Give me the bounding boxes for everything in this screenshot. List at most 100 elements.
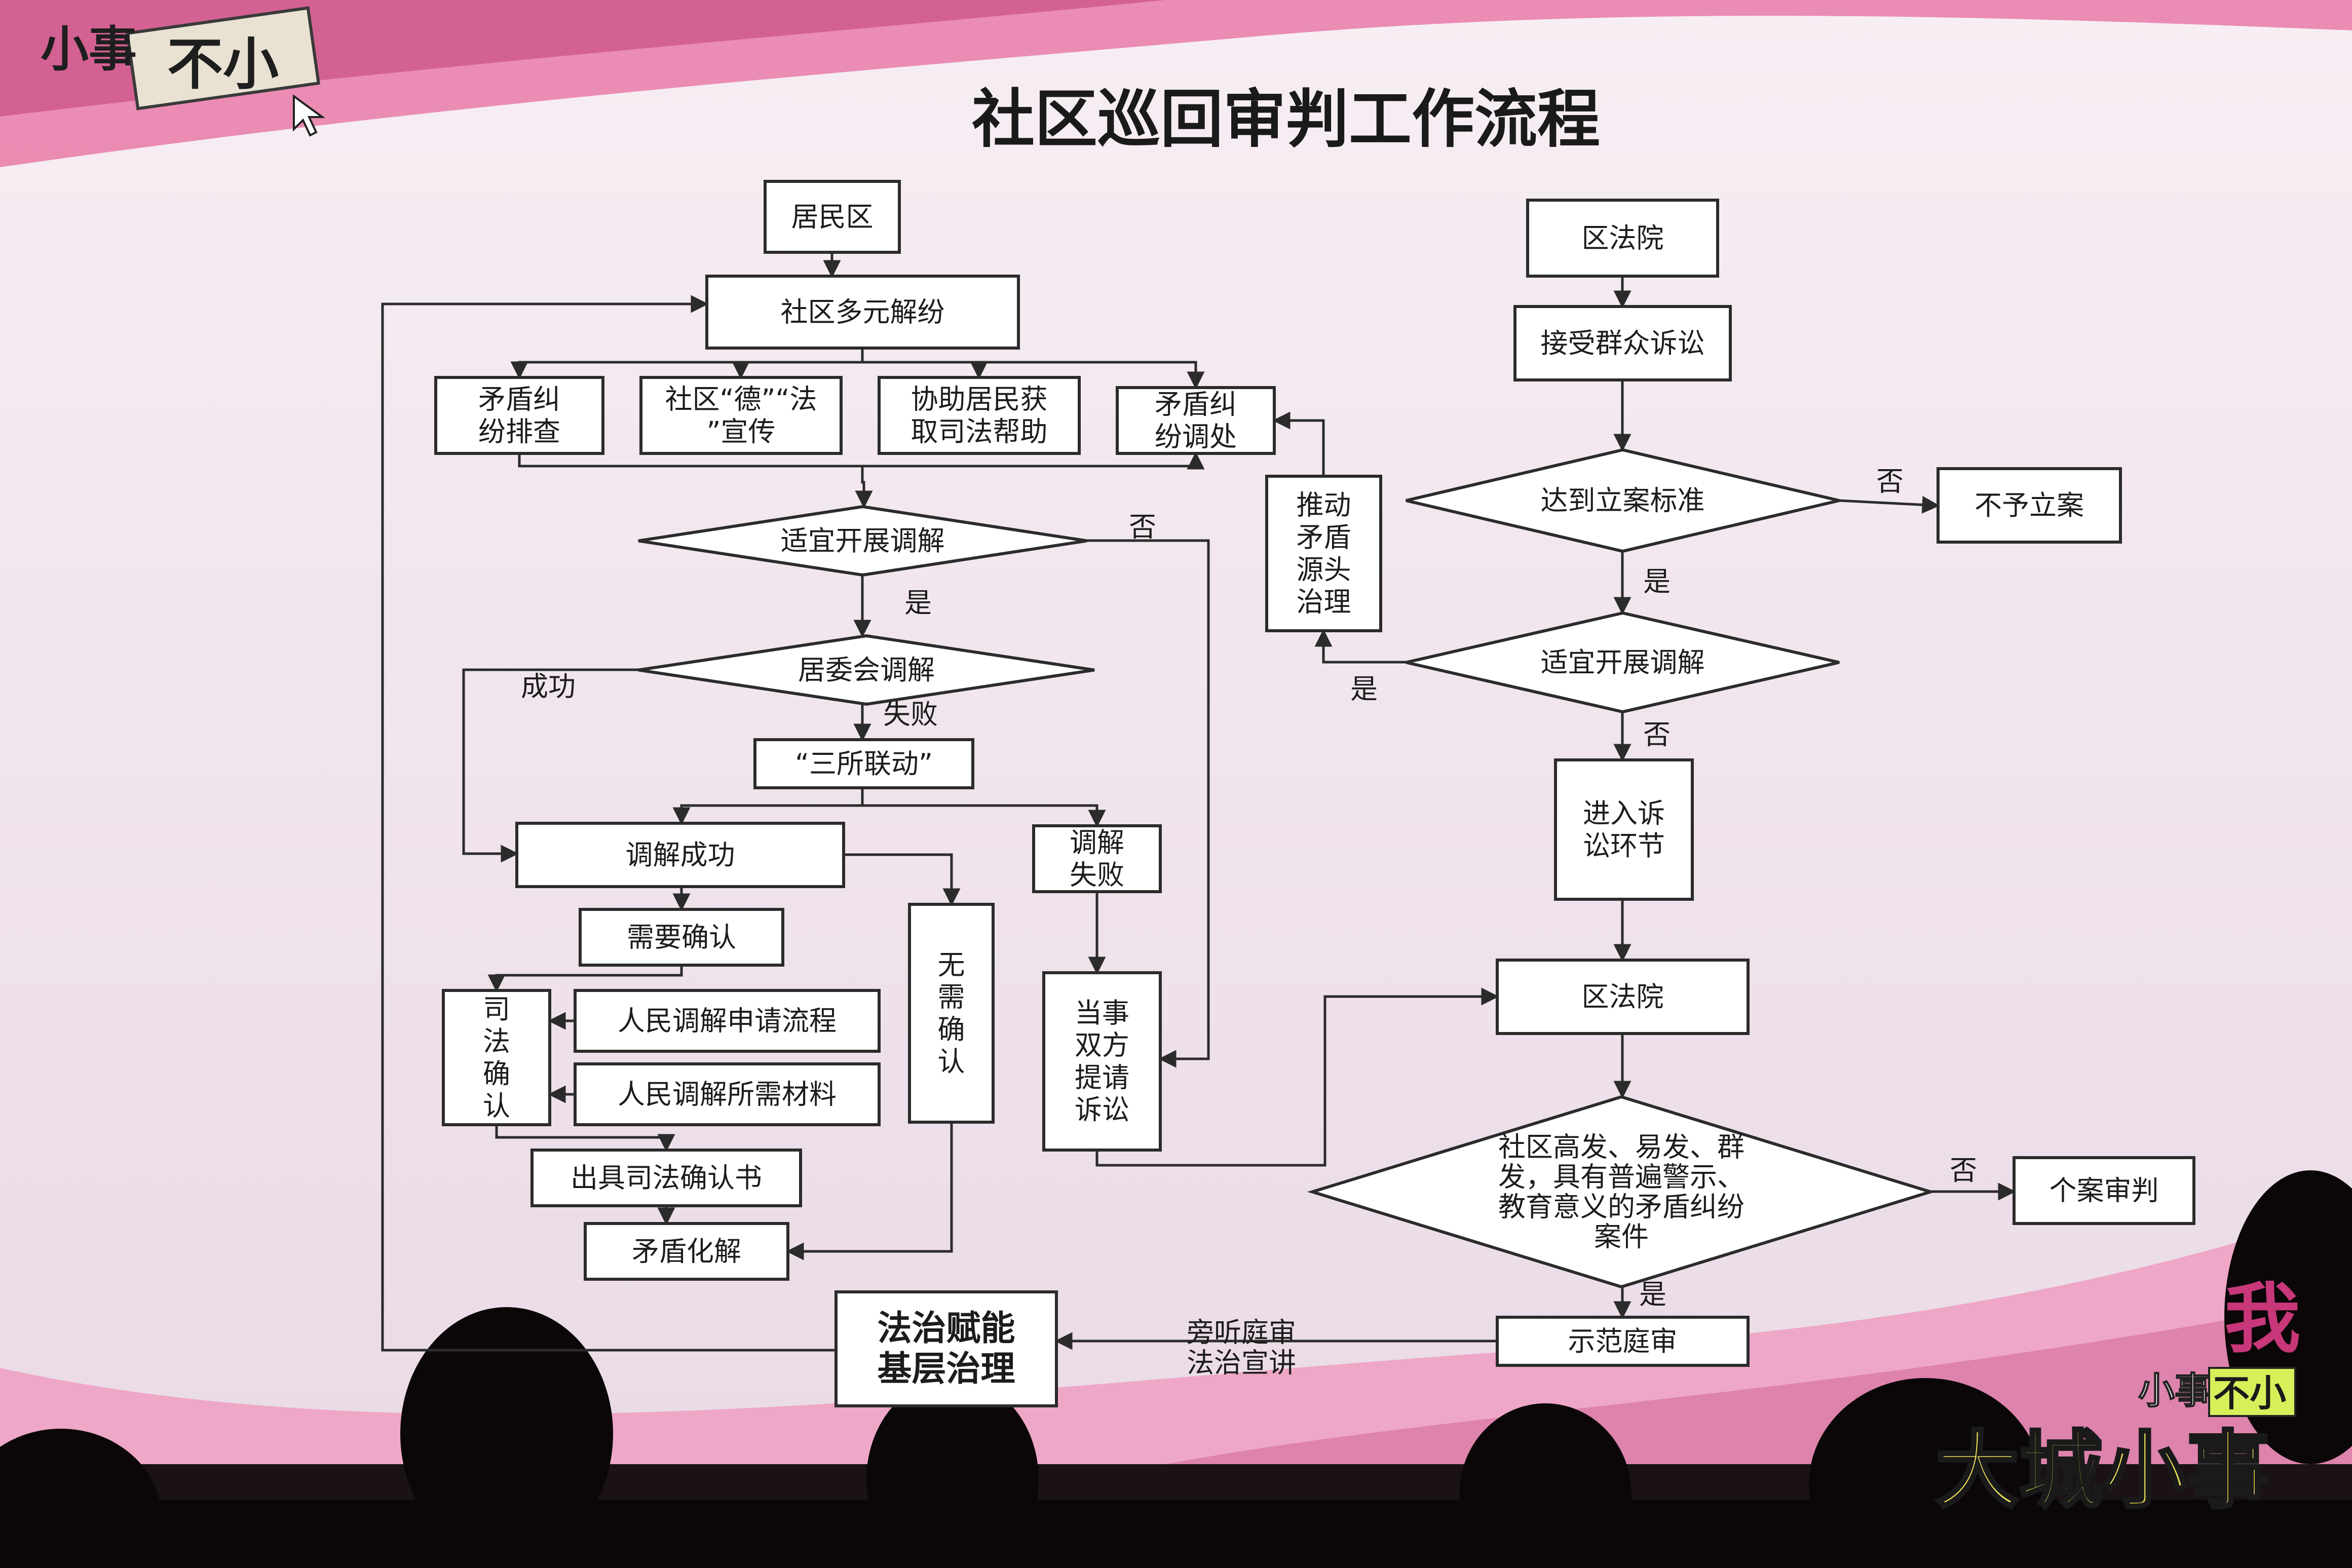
node-box [1513, 305, 1732, 381]
node-label: 发，具有普遍警示、 [1498, 1161, 1744, 1193]
node-label: 矛盾纠 [478, 384, 560, 415]
node-label: 需 [938, 981, 965, 1013]
node-box [1937, 467, 2122, 544]
edge-label-shi-dadao: 是 [1643, 566, 1671, 598]
bottom-right-logo-tag [2208, 1367, 2296, 1417]
node-label: 社区高发、易发、群 [1498, 1131, 1744, 1163]
node-dadao: 达到立案标准 [1406, 448, 1840, 553]
node-label: 确 [483, 1058, 510, 1090]
node-box [1496, 959, 1750, 1035]
node-box [515, 822, 845, 888]
node-box [1496, 1316, 1750, 1367]
edge-label-shi-gaofa: 是 [1639, 1279, 1666, 1311]
node-label: 矛盾 [1297, 521, 1351, 553]
node-label: 居委会调解 [798, 654, 935, 686]
flow-arrow [844, 853, 961, 906]
node-buyu: 不予立案 [1937, 467, 2122, 544]
node-box [442, 989, 551, 1126]
node-label: 确 [938, 1013, 965, 1045]
node-label: 需要确认 [627, 922, 736, 953]
flow-arrow [1087, 539, 1210, 1068]
bottom-right-logo-wo: 我 [2224, 1275, 2300, 1363]
decision-diamond [1307, 1095, 1936, 1289]
flow-arrow [1314, 629, 1406, 664]
top-left-logo-text-2: 不小 [167, 32, 279, 97]
node-label: 居民区 [791, 201, 874, 233]
node-box [1526, 199, 1719, 278]
node-label: 认 [483, 1090, 510, 1122]
flow-arrow [1839, 495, 1940, 514]
node-shiyi-left: 适宜开展调解 [638, 505, 1087, 577]
edge-label-shibai: 失败 [883, 699, 938, 731]
node-label: 诉讼 [1075, 1094, 1129, 1126]
node-box [1032, 824, 1162, 893]
node-label: 达到立案标准 [1541, 485, 1705, 517]
node-box [1265, 475, 1382, 632]
node-box [705, 275, 1020, 350]
edge-label-fou-right: 否 [1643, 719, 1671, 751]
projection-screen [0, 0, 2352, 1464]
node-label: 社区“德”“法 [665, 384, 817, 415]
node-label: 取司法帮助 [911, 415, 1048, 447]
edge-label-pangting: 旁听庭审 [1187, 1317, 1296, 1349]
node-renmin-cailiao: 人民调解所需材料 [574, 1062, 881, 1126]
node-label: 司 [483, 993, 510, 1025]
flow-arrow [462, 668, 638, 863]
node-label: 人民调解申请流程 [618, 1005, 837, 1037]
node-label: 进入诉 [1583, 797, 1665, 829]
node-sifa-queren: 司法确认 [442, 989, 551, 1126]
node-label: 出具司法确认书 [571, 1162, 762, 1194]
top-left-logo: 小事 不小 [41, 6, 326, 137]
node-box [753, 738, 974, 789]
node-shequ-duoyuan: 社区多元解纷 [705, 275, 1020, 350]
top-left-logo-text-1: 小事 [41, 22, 137, 78]
cursor-icon [293, 94, 326, 137]
decision-diamond [638, 505, 1087, 577]
audience-silhouettes [0, 1170, 2352, 1568]
node-label: 社区多元解纷 [781, 296, 945, 328]
node-box [1116, 386, 1276, 455]
node-label: 当事 [1075, 997, 1129, 1029]
edge-label-fou-left: 否 [1129, 511, 1156, 543]
flow-arrow [786, 1122, 953, 1260]
node-box [878, 376, 1081, 455]
node-label: 矛盾化解 [632, 1236, 741, 1268]
node-label: 不予立案 [1975, 489, 2084, 521]
bottom-right-logo-buxiao: 不小 [2213, 1372, 2286, 1414]
node-label: 接受群众诉讼 [1541, 327, 1705, 359]
edge-label-fou-dadao: 否 [1876, 466, 1904, 498]
node-label: 纷调处 [1155, 420, 1237, 452]
flow-arrow [1272, 411, 1325, 476]
bottom-right-logo-dachengxiaoshi: 大城小事 [1936, 1422, 2270, 1519]
node-box [1554, 758, 1694, 901]
node-label: 源头 [1297, 554, 1351, 586]
node-label: 纷排查 [478, 415, 560, 447]
node-label: “三所联动” [795, 748, 933, 780]
node-renmin-liucheng: 人民调解申请流程 [574, 989, 881, 1053]
node-label: 适宜开展调解 [1541, 646, 1705, 678]
node-shiyi-right: 适宜开展调解 [1406, 611, 1840, 714]
node-label: 双方 [1075, 1029, 1129, 1061]
flow-arrow [862, 804, 1106, 828]
node-gean: 个案审判 [2013, 1156, 2195, 1225]
flow-arrow [510, 348, 864, 379]
node-label: 推动 [1297, 489, 1351, 521]
node-box [908, 903, 995, 1124]
node-label: 调解成功 [626, 839, 735, 871]
node-juweihui: 居委会调解 [638, 634, 1095, 706]
node-box [434, 376, 604, 455]
node-chuju: 出具司法确认书 [530, 1149, 802, 1207]
decision-diamond [638, 634, 1095, 706]
node-label: 区法院 [1582, 222, 1664, 254]
node-label: 个案审判 [2050, 1175, 2159, 1207]
flow-arrow [672, 788, 864, 825]
edge-label-shi-right: 是 [1350, 673, 1378, 705]
flow-arrow [487, 965, 683, 992]
edge-label-fou-gaofa: 否 [1950, 1155, 1977, 1187]
bottom-right-logo-xiaoshi: 小事 [2138, 1369, 2211, 1412]
